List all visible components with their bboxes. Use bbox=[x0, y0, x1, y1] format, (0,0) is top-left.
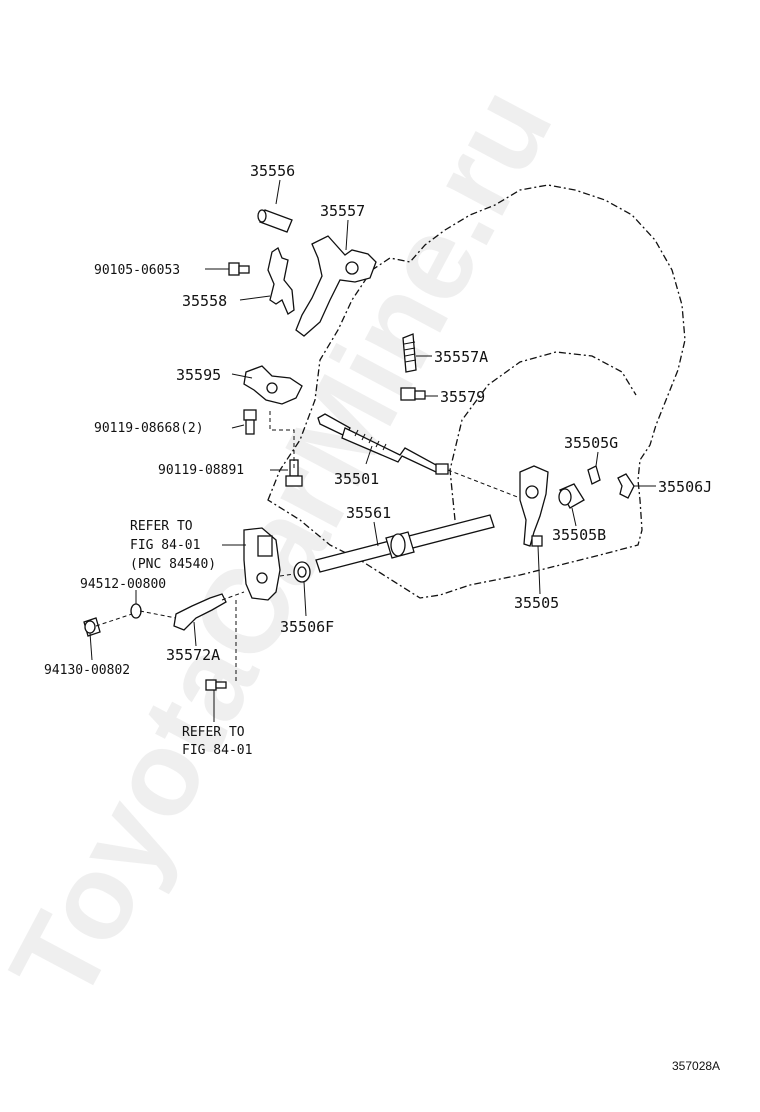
leader-94130 bbox=[89, 632, 93, 661]
lever-35572A bbox=[173, 593, 227, 631]
washer-94512-00800 bbox=[130, 603, 142, 619]
label-35506F: 35506F bbox=[280, 618, 334, 636]
label-refer-to-2: REFER TO bbox=[182, 725, 245, 740]
spring-35558 bbox=[267, 247, 295, 315]
clip-35506J bbox=[617, 473, 635, 499]
seal-35506F bbox=[293, 561, 311, 583]
label-fig-84-01-2: FIG 84-01 bbox=[182, 743, 252, 758]
leader-35595 bbox=[231, 373, 253, 379]
leader-35561 bbox=[373, 521, 379, 547]
label-35505: 35505 bbox=[514, 594, 559, 612]
label-94130-00802: 94130-00802 bbox=[44, 663, 130, 678]
leader-35556 bbox=[275, 179, 281, 205]
bolt-90119-08668 bbox=[243, 409, 257, 435]
label-90105-06053: 90105-06053 bbox=[94, 263, 180, 278]
label-35505G: 35505G bbox=[564, 434, 618, 452]
label-pnc-84540: (PNC 84540) bbox=[130, 557, 216, 572]
leader-35505G bbox=[595, 451, 599, 467]
label-35505B: 35505B bbox=[552, 526, 606, 544]
label-refer-to-1: REFER TO bbox=[130, 519, 193, 534]
plug-35579 bbox=[400, 387, 426, 401]
assembly-line-2 bbox=[447, 469, 521, 499]
cable-35501 bbox=[317, 413, 449, 475]
bolt-90105-06053 bbox=[228, 262, 250, 276]
leader-35572A bbox=[193, 621, 197, 647]
leader-90119a bbox=[231, 424, 245, 429]
lever-35505 bbox=[519, 465, 549, 547]
label-35558: 35558 bbox=[182, 292, 227, 310]
assembly-line-1 bbox=[269, 410, 295, 468]
nut-94130-00802 bbox=[83, 617, 101, 637]
label-35556: 35556 bbox=[250, 162, 295, 180]
leader-35506F bbox=[303, 581, 307, 617]
label-35501: 35501 bbox=[334, 470, 379, 488]
label-94512-00800: 94512-00800 bbox=[80, 577, 166, 592]
assembly-line-3 bbox=[95, 591, 245, 627]
detent-lever-35557 bbox=[295, 235, 377, 337]
leader-35558 bbox=[239, 295, 271, 301]
bellhousing-outline bbox=[449, 351, 637, 521]
label-35561: 35561 bbox=[346, 504, 391, 522]
figure-number: 357028A bbox=[672, 1059, 720, 1073]
leader-35505 bbox=[537, 545, 541, 595]
leader-35505B bbox=[571, 507, 577, 527]
leader-35501 bbox=[365, 445, 373, 465]
label-35557: 35557 bbox=[320, 202, 365, 220]
collar-35505B bbox=[558, 483, 585, 509]
label-35506J: 35506J bbox=[658, 478, 712, 496]
watermark: ToyotaCarMine.ru bbox=[0, 66, 578, 1022]
bracket-35595 bbox=[243, 365, 303, 405]
label-90119-08891: 90119-08891 bbox=[158, 463, 244, 478]
label-fig-84-01-1: FIG 84-01 bbox=[130, 538, 200, 553]
label-35572A: 35572A bbox=[166, 646, 220, 664]
neutral-start-switch bbox=[243, 527, 281, 601]
label-90119-08668: 90119-08668(2) bbox=[94, 421, 204, 436]
bolt-refer-fig-84-01 bbox=[205, 679, 227, 691]
pin-35505G bbox=[587, 465, 601, 485]
label-35595: 35595 bbox=[176, 366, 221, 384]
label-35557A: 35557A bbox=[434, 348, 488, 366]
shaft-35561 bbox=[315, 514, 495, 573]
assembly-line-5 bbox=[279, 573, 295, 577]
transmission-outline bbox=[267, 184, 686, 599]
label-35579: 35579 bbox=[440, 388, 485, 406]
leader-35557 bbox=[345, 219, 349, 251]
pin-35556 bbox=[257, 209, 293, 233]
spring-35557A bbox=[402, 333, 417, 373]
